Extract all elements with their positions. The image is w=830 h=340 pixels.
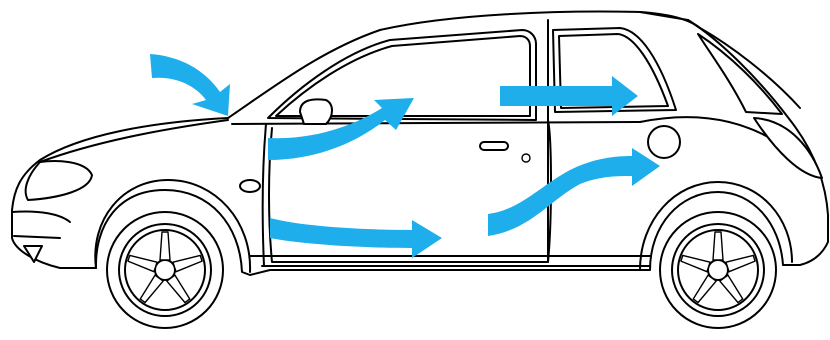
- side-mirror: [300, 99, 332, 124]
- door-handle: [480, 142, 508, 150]
- airflow-arrow-intake: [150, 54, 230, 116]
- side-indicator: [240, 180, 260, 192]
- front-wheel: [107, 212, 223, 328]
- rear-wheel: [660, 212, 776, 328]
- fuel-cap: [648, 126, 680, 158]
